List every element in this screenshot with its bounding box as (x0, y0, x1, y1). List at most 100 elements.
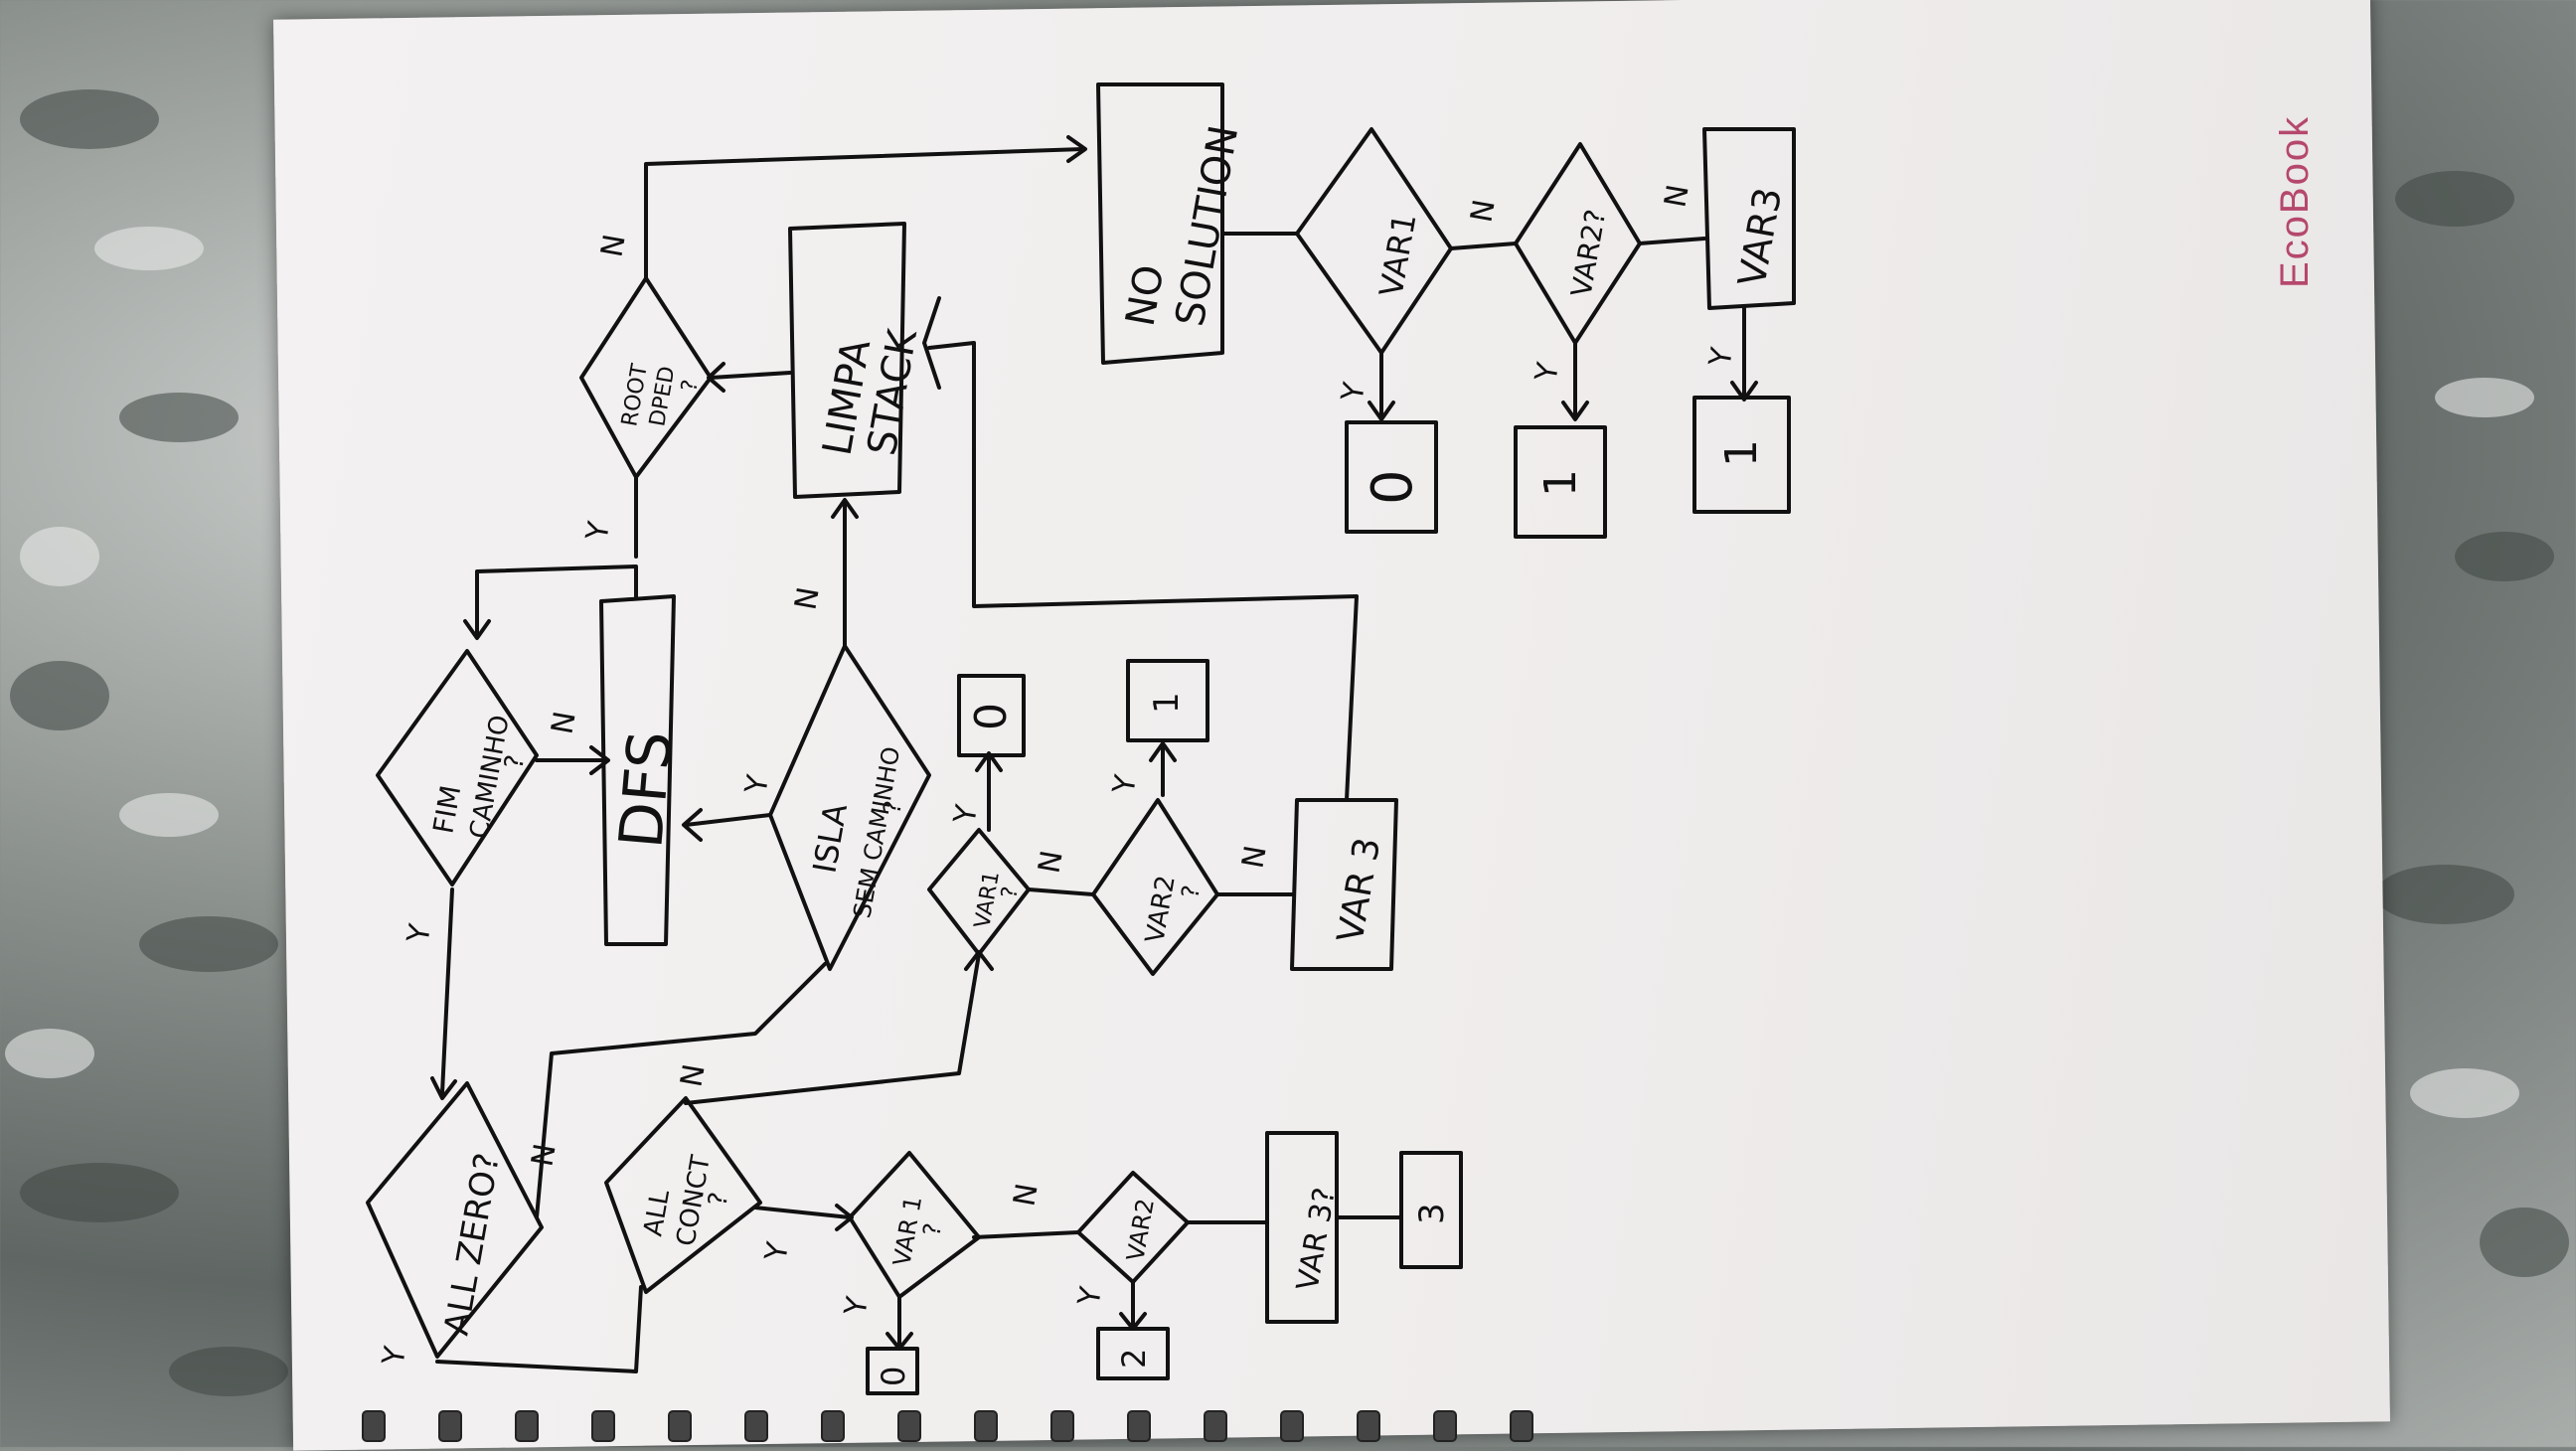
all-conct-decision: ALL CONCT ? (604, 1096, 762, 1294)
limpa-stack-box: LIMPA STACK (788, 222, 926, 499)
edge-label-n: N (788, 584, 826, 612)
binding-ring (744, 1410, 768, 1442)
binding-ring (821, 1410, 845, 1442)
var3-box-middle: VAR 3 (1290, 798, 1398, 971)
dfs-process-box: DFS (599, 594, 686, 946)
ecobook-logo: EcoBook (2273, 115, 2317, 288)
svg-text:?: ? (997, 885, 1024, 900)
binding-ring (668, 1410, 692, 1442)
svg-text:1: 1 (1716, 439, 1767, 467)
binding-ring (591, 1410, 615, 1442)
var1-decision-left: VAR 1 ? (848, 1151, 981, 1299)
svg-text:?: ? (878, 799, 907, 816)
edge-label-n: N (594, 232, 632, 259)
root-dped-decision: ROOT DPED ? (579, 276, 713, 479)
all-zero-label: ALL ZERO? (436, 1150, 508, 1338)
binding-ring (1050, 1410, 1074, 1442)
svg-text:VAR 3: VAR 3 (1330, 835, 1388, 946)
svg-text:CAMINHO: CAMINHO (464, 713, 515, 841)
output-3-left: 3 (1399, 1151, 1463, 1269)
binding-ring (1204, 1410, 1227, 1442)
edge-label-y: Y (1071, 1284, 1109, 1310)
edge-label-n: N (545, 709, 582, 736)
svg-text:?: ? (1176, 884, 1206, 900)
edge-label-y: Y (947, 802, 985, 828)
svg-text:?: ? (499, 752, 531, 771)
all-zero-decision: ALL ZERO? (366, 1081, 544, 1359)
binding-ring (1510, 1410, 1533, 1442)
edge-label-y: Y (738, 772, 776, 798)
output-0-left: 0 (866, 1347, 919, 1395)
svg-text:SOLUTION: SOLUTION (1168, 122, 1248, 330)
svg-text:3: 3 (1412, 1203, 1452, 1224)
spiral-binding (362, 1410, 1533, 1442)
svg-text:ALL: ALL (638, 1187, 676, 1238)
edge-label-n: N (1032, 848, 1069, 876)
var2-decision-left: VAR2 (1076, 1171, 1190, 1284)
output-1-middle: 1 (1126, 659, 1209, 742)
connectors (430, 135, 1758, 1373)
svg-text:1: 1 (1535, 469, 1586, 497)
output-1-right-var3: 1 (1692, 396, 1791, 514)
output-2-left: 2 (1096, 1327, 1170, 1380)
edge-label-y: Y (1335, 380, 1372, 405)
binding-ring (1433, 1410, 1457, 1442)
edge-labels: Y N Y N Y N Y N N Y Y N Y Y N Y N Y N Y … (376, 182, 1740, 1369)
var3-box-left: VAR 3? (1265, 1131, 1343, 1324)
svg-text:?: ? (703, 1190, 734, 1209)
brand-text: EcoBook (2273, 115, 2317, 288)
no-solution-box: NO SOLUTION (1096, 82, 1248, 365)
edge-label-n: N (1464, 197, 1502, 225)
edge-label-n: N (1007, 1181, 1045, 1209)
var2-decision-right: VAR2? (1514, 142, 1642, 345)
edge-label-y: Y (1702, 345, 1740, 371)
edge-label-y: Y (376, 1344, 413, 1370)
svg-text:VAR2?: VAR2? (1564, 207, 1612, 299)
edge-label-y: Y (1529, 360, 1566, 386)
edge-label-y: Y (579, 519, 617, 545)
edge-label-n: N (1235, 843, 1273, 871)
edge-label-n: N (674, 1061, 712, 1089)
output-0-middle: 0 (957, 674, 1026, 757)
edge-label-y: Y (1106, 772, 1144, 798)
var1-decision-middle: VAR1 ? (927, 828, 1031, 956)
svg-text:SEM CAMINHO: SEM CAMINHO (848, 744, 905, 920)
isla-decision: ISLA SEM CAMINHO ? (768, 644, 931, 971)
svg-text:ISLA: ISLA (805, 801, 855, 877)
svg-text:?: ? (917, 1221, 947, 1238)
svg-text:VAR2: VAR2 (1121, 1197, 1160, 1263)
binding-ring (1280, 1410, 1304, 1442)
output-0-right: 0 (1345, 420, 1438, 534)
binding-ring (1357, 1410, 1380, 1442)
edge-label-n: N (1658, 182, 1695, 210)
svg-text:VAR2: VAR2 (1140, 874, 1181, 946)
edge-label-n: N (525, 1141, 563, 1169)
dfs-label: DFS (606, 728, 686, 851)
var3-box-right: VAR3 (1702, 127, 1796, 310)
binding-ring (974, 1410, 998, 1442)
binding-ring (515, 1410, 539, 1442)
svg-text:VAR1: VAR1 (1371, 211, 1423, 300)
svg-text:0: 0 (875, 1367, 912, 1386)
svg-text:FIM: FIM (426, 783, 467, 837)
svg-text:NO: NO (1118, 261, 1174, 329)
svg-text:1: 1 (1147, 692, 1187, 714)
var1-decision-right: VAR1 (1295, 127, 1453, 355)
svg-text:?: ? (677, 378, 704, 394)
binding-ring (438, 1410, 462, 1442)
svg-text:0: 0 (966, 703, 1017, 730)
edge-label-y: Y (838, 1294, 876, 1320)
fim-caminho-decision: FIM CAMINHO ? (376, 649, 539, 887)
var2-decision-middle: VAR2 ? (1091, 798, 1219, 976)
svg-text:VAR1: VAR1 (970, 870, 1005, 930)
output-1-right-var2: 1 (1514, 425, 1607, 539)
edge-label-y: Y (401, 921, 438, 947)
svg-text:VAR3: VAR3 (1730, 184, 1791, 289)
edge-label-y: Y (758, 1239, 796, 1265)
binding-ring (897, 1410, 921, 1442)
binding-ring (362, 1410, 386, 1442)
binding-ring (1127, 1410, 1151, 1442)
svg-text:2: 2 (1115, 1349, 1153, 1369)
